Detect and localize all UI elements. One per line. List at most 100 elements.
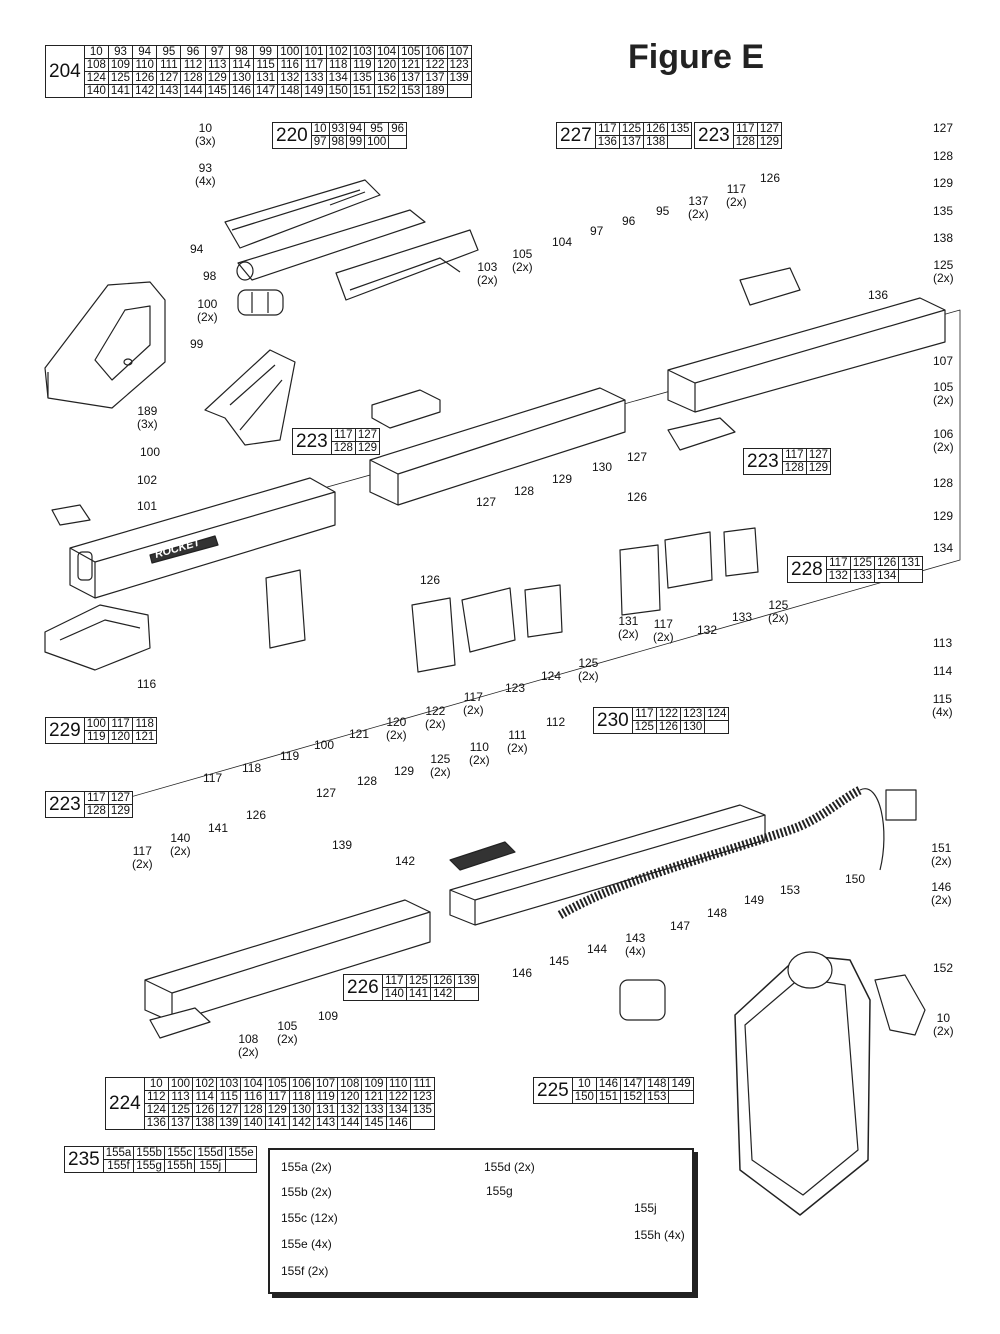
kit-id: 224 bbox=[105, 1077, 145, 1130]
inset-part-label: 155c (12x) bbox=[281, 1211, 338, 1225]
kit-part-number: 123 bbox=[446, 58, 472, 72]
kit-part-number: 125 bbox=[167, 1103, 194, 1117]
kit-part-number: 117 bbox=[107, 717, 134, 731]
kit-id: 220 bbox=[272, 122, 312, 149]
part-callout: 125(2x) bbox=[768, 599, 789, 625]
kit-part-number: 123 bbox=[409, 1090, 435, 1104]
part-136-sleeve bbox=[739, 267, 801, 306]
part-callout: 127 bbox=[627, 451, 647, 464]
part-callout: 128 bbox=[514, 485, 534, 498]
callout-number: 107 bbox=[933, 354, 954, 368]
part-callout: 112 bbox=[546, 716, 565, 729]
kit-part-number: 155g bbox=[133, 1159, 165, 1173]
callout-number: 133 bbox=[732, 610, 753, 624]
part-callout: 116 bbox=[137, 678, 156, 691]
callout-number: 153 bbox=[780, 883, 801, 897]
kit-part-number: 155j bbox=[194, 1159, 227, 1173]
kit-part-number: 146 bbox=[385, 1116, 411, 1130]
callout-quantity: (2x) bbox=[469, 753, 490, 767]
kit-part-number: 110 bbox=[132, 58, 158, 72]
part-callout: 133 bbox=[732, 611, 752, 624]
callout-number: 95 bbox=[656, 204, 670, 218]
kit-part-number: 117 bbox=[83, 791, 109, 805]
kit-part-number: 143 bbox=[156, 84, 182, 98]
callout-number: 105 bbox=[933, 380, 954, 394]
kit-part-number: 137 bbox=[398, 71, 424, 85]
part-callout: 98 bbox=[203, 270, 216, 283]
kit-id: 223 bbox=[694, 122, 734, 149]
kit-id: 223 bbox=[45, 791, 85, 818]
kit-part-number: 148 bbox=[644, 1077, 670, 1091]
callout-number: 131 bbox=[618, 614, 639, 628]
kit-part-number: 10 bbox=[310, 122, 330, 136]
part-callout: 147 bbox=[670, 920, 690, 933]
kit-part-number: 127 bbox=[107, 791, 134, 805]
kit-part-number: 138 bbox=[643, 135, 669, 149]
part-callout: 123 bbox=[505, 682, 525, 695]
kit-part-number: 148 bbox=[277, 84, 303, 98]
part-callout: 140(2x) bbox=[170, 832, 191, 858]
kit-part-number: 99 bbox=[346, 135, 366, 149]
kit-part-number: 149 bbox=[668, 1077, 694, 1091]
callout-number: 140 bbox=[170, 831, 191, 845]
kit-part-number: 134 bbox=[385, 1103, 411, 1117]
kit-id: 225 bbox=[533, 1077, 573, 1104]
callout-quantity: (2x) bbox=[933, 393, 954, 407]
callout-number: 116 bbox=[137, 677, 157, 691]
inset-part-label: 155g bbox=[486, 1184, 513, 1198]
part-callout: 152 bbox=[933, 962, 953, 975]
kit-part-number: 151 bbox=[349, 84, 375, 98]
callout-number: 105 bbox=[512, 247, 533, 261]
kit-part-number: 129 bbox=[264, 1103, 290, 1117]
callout-quantity: (2x) bbox=[726, 195, 747, 209]
kit-part-number: 122 bbox=[422, 58, 448, 72]
kit-part-number bbox=[667, 135, 693, 149]
callout-number: 121 bbox=[349, 727, 370, 741]
kit-part-number bbox=[668, 1090, 694, 1104]
kit-part-number: 141 bbox=[405, 987, 432, 1001]
kit-part-number: 111 bbox=[409, 1077, 435, 1091]
callout-number: 134 bbox=[933, 541, 954, 555]
kit-part-number: 10 bbox=[83, 45, 109, 59]
part-callout: 139 bbox=[332, 839, 352, 852]
part-callout: 94 bbox=[190, 243, 203, 256]
kit-part-number bbox=[225, 1159, 257, 1173]
kit-part-number: 126 bbox=[430, 974, 456, 988]
kit-part-number: 147 bbox=[620, 1077, 646, 1091]
callout-number: 152 bbox=[933, 961, 954, 975]
kit-id: 226 bbox=[343, 974, 383, 1001]
kit-part-number: 101 bbox=[301, 45, 327, 59]
callout-number: 104 bbox=[552, 235, 573, 249]
part-callout: 103(2x) bbox=[477, 261, 498, 287]
part-callout: 151(2x) bbox=[931, 842, 952, 868]
kit-part-number: 121 bbox=[398, 58, 424, 72]
part-callout: 121 bbox=[349, 728, 369, 741]
part-callout: 135 bbox=[933, 205, 953, 218]
callout-quantity: (2x) bbox=[688, 207, 709, 221]
callout-number: 143 bbox=[625, 931, 646, 945]
part-118-bracket bbox=[265, 569, 306, 649]
part-callout: 114 bbox=[933, 665, 952, 678]
callout-quantity: (2x) bbox=[238, 1045, 259, 1059]
kit-part-number: 132 bbox=[277, 71, 303, 85]
part-102-upper-tube bbox=[69, 477, 336, 599]
kit-part-number: 128 bbox=[732, 135, 758, 149]
part-145-knob bbox=[619, 979, 666, 1021]
callout-number: 120 bbox=[386, 715, 407, 729]
callout-number: 145 bbox=[549, 954, 570, 968]
callout-number: 189 bbox=[137, 404, 158, 418]
kit-part-number: 104 bbox=[240, 1077, 266, 1091]
callout-quantity: (2x) bbox=[931, 893, 952, 907]
callout-number: 126 bbox=[420, 573, 441, 587]
kit-part-number: 124 bbox=[83, 71, 109, 85]
inset-part-label: 155h (4x) bbox=[634, 1228, 685, 1242]
part-109-lower-tube bbox=[144, 899, 431, 1023]
part-callout: 104 bbox=[552, 236, 572, 249]
callout-quantity: (2x) bbox=[618, 627, 639, 641]
